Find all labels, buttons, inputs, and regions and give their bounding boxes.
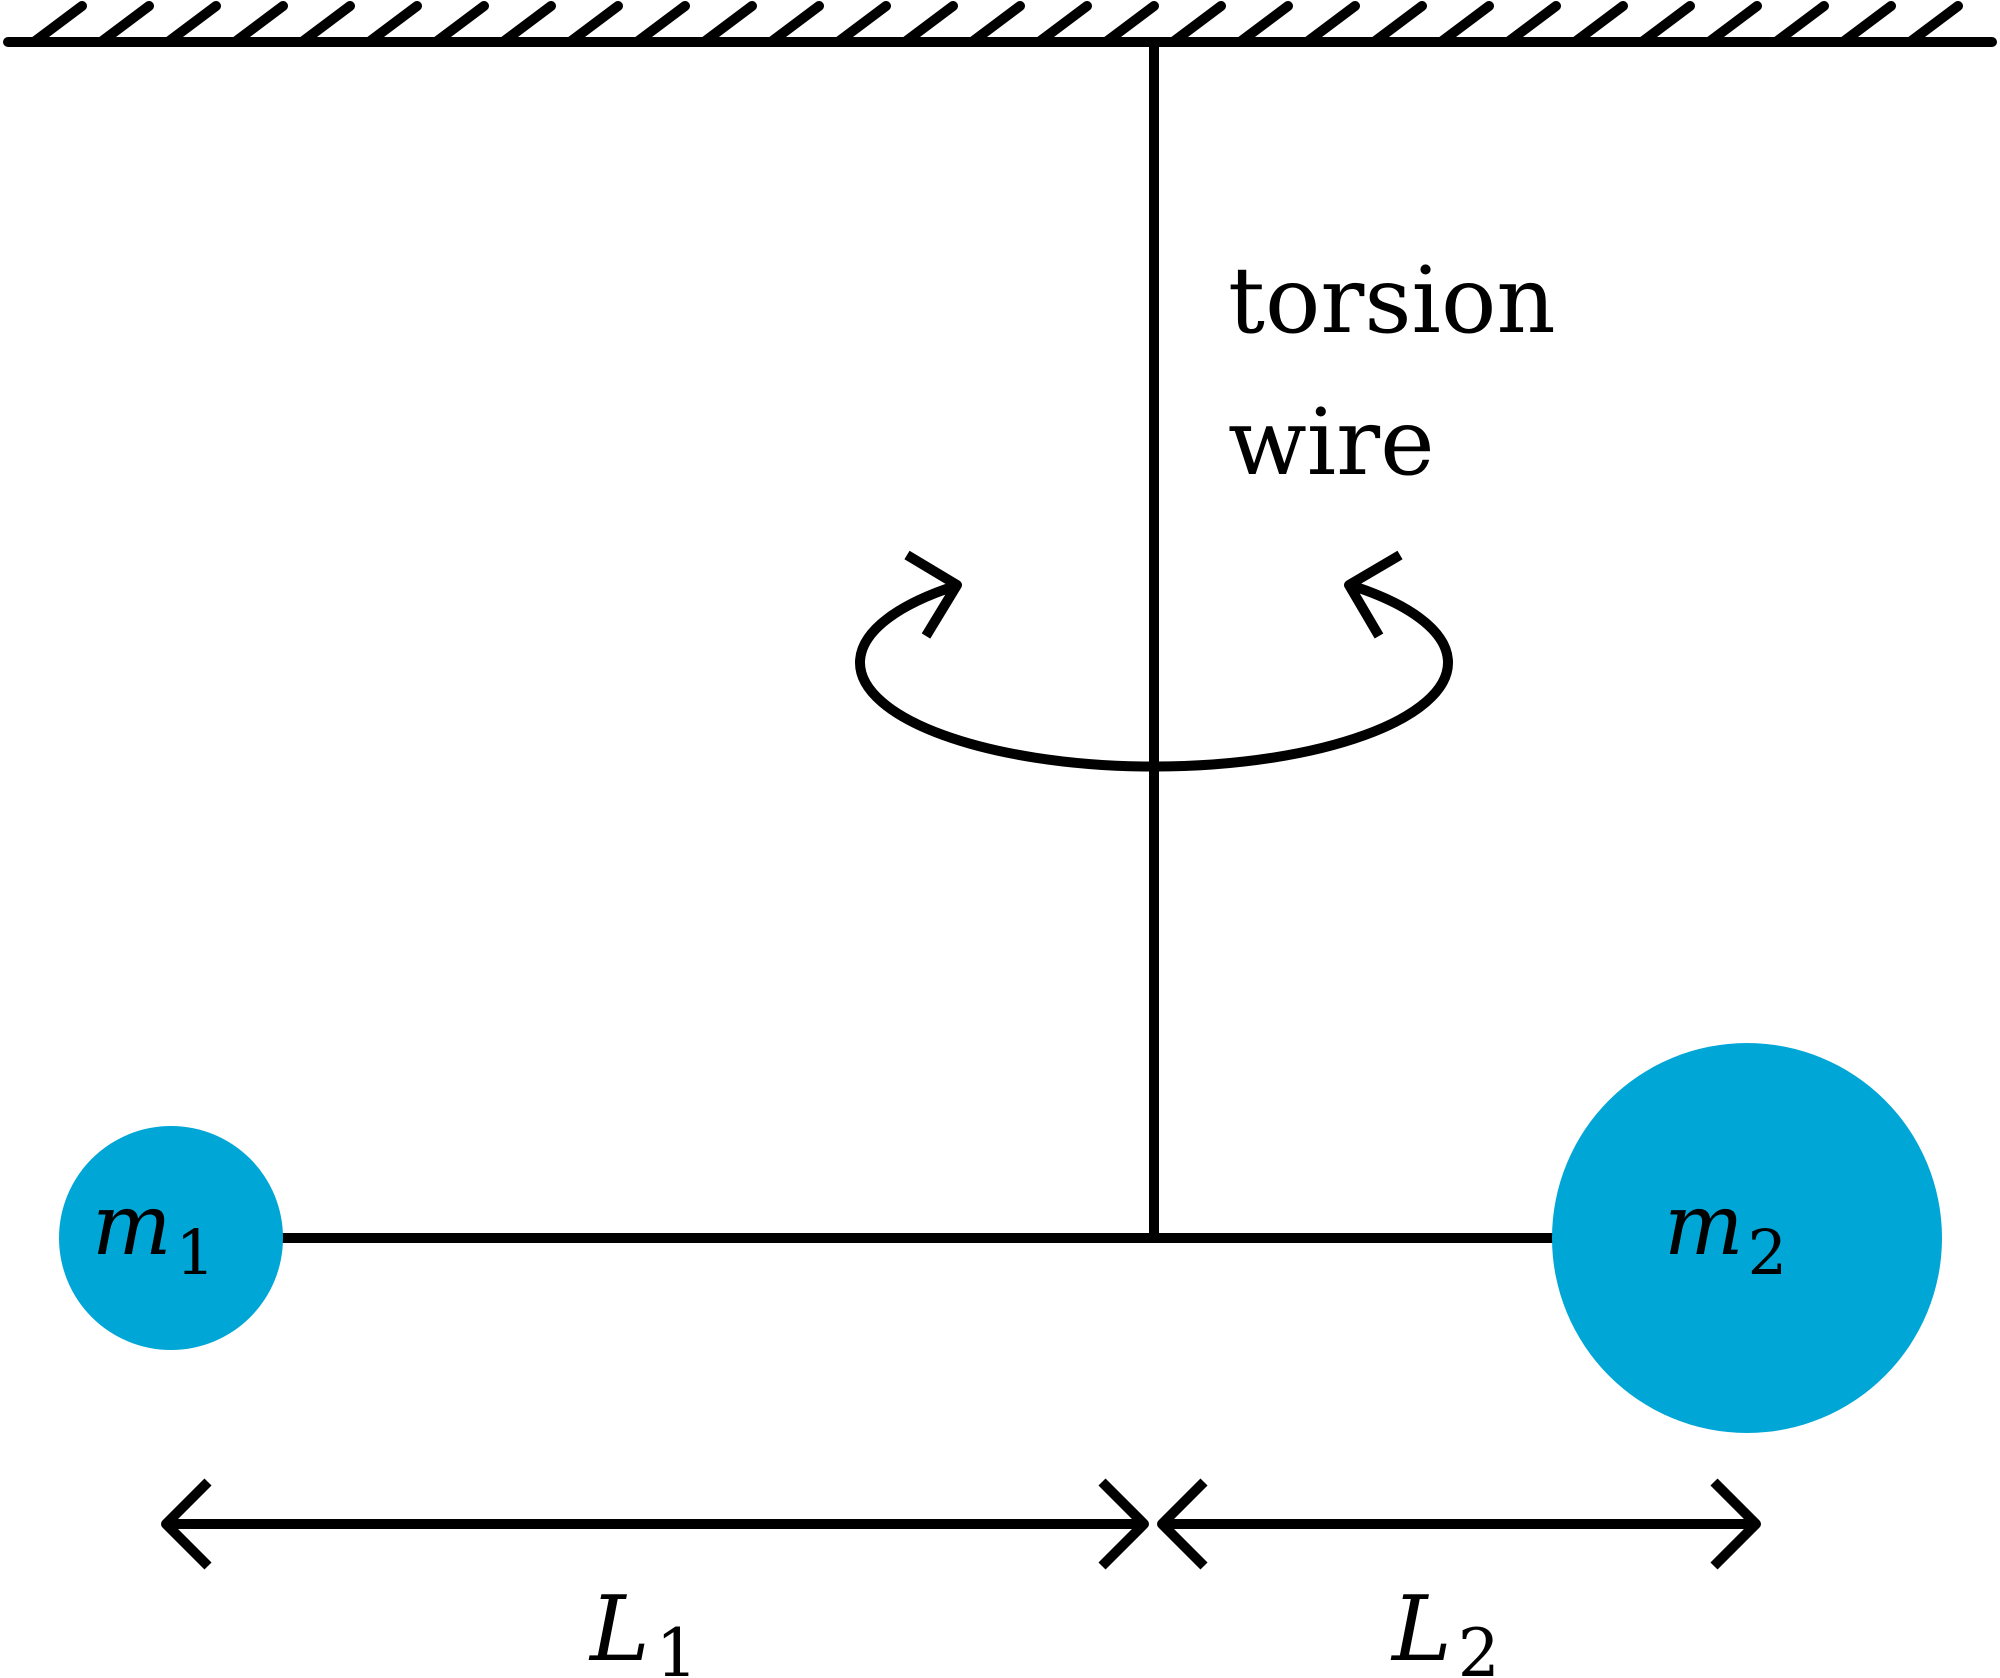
- ceiling-hatch-mark: [967, 1, 1025, 47]
- ceiling-hatch-mark: [1637, 1, 1695, 47]
- ceiling-hatch-mark: [96, 1, 154, 47]
- ceiling-hatch-mark: [29, 1, 87, 47]
- ceiling-hatch-mark: [900, 1, 958, 47]
- mass-m2-symbol: m: [1664, 1176, 1744, 1274]
- ceiling-hatch-mark: [1503, 1, 1561, 47]
- ceiling-hatch-mark: [632, 1, 690, 47]
- ceiling-hatch-mark: [1704, 1, 1762, 47]
- length-L2-subscript: 2: [1458, 1615, 1500, 1678]
- mass-m1-symbol: m: [92, 1176, 172, 1274]
- length-L2-label: L2: [1390, 1577, 1500, 1678]
- ceiling-hatch-mark: [1838, 1, 1896, 47]
- ceiling-hatch-mark: [699, 1, 757, 47]
- ceiling-hatch-mark: [565, 1, 623, 47]
- ceiling-hatch-mark: [1034, 1, 1092, 47]
- length-L1-arrowhead-right: [1098, 1478, 1149, 1570]
- ceiling-hatching: [29, 1, 1963, 47]
- ceiling-hatch-mark: [1369, 1, 1427, 47]
- length-L1-subscript: 1: [656, 1615, 698, 1678]
- ceiling-hatch-mark: [1436, 1, 1494, 47]
- mass-m1-subscript: 1: [176, 1216, 215, 1289]
- ceiling-hatch-mark: [163, 1, 221, 47]
- ceiling-hatch-mark: [297, 1, 355, 47]
- ceiling-hatch-mark: [1771, 1, 1829, 47]
- wire-label-line2: wire: [1228, 389, 1435, 496]
- length-L2-arrowhead-left: [1157, 1478, 1208, 1570]
- ceiling-hatch-mark: [833, 1, 891, 47]
- length-L1-arrowhead-left: [161, 1478, 212, 1570]
- ceiling-hatch-mark: [1235, 1, 1293, 47]
- mass-m2-circle: [1552, 1043, 1942, 1433]
- ceiling-hatch-mark: [1302, 1, 1360, 47]
- mass-m2-label: m2: [1664, 1176, 1787, 1289]
- mass-m2-subscript: 2: [1748, 1216, 1787, 1289]
- ceiling-hatch-mark: [431, 1, 489, 47]
- ceiling-hatch-mark: [1570, 1, 1628, 47]
- ceiling-hatch-mark: [1101, 1, 1159, 47]
- ceiling-hatch-mark: [766, 1, 824, 47]
- length-L2-symbol: L: [1390, 1577, 1452, 1678]
- ceiling-hatch-mark: [498, 1, 556, 47]
- wire-label-line1: torsion: [1228, 247, 1556, 354]
- rotation-arrow-arc: [855, 581, 1453, 772]
- length-L2-arrowhead-right: [1710, 1478, 1761, 1570]
- ceiling-hatch-mark: [1168, 1, 1226, 47]
- mass-m1-circle: [59, 1126, 283, 1350]
- ceiling-hatch-mark: [364, 1, 422, 47]
- length-L1-label: L1: [588, 1577, 698, 1678]
- rotation-arrowhead-right: [1344, 550, 1403, 639]
- mass-m1-label: m1: [92, 1176, 215, 1289]
- ceiling-hatch-mark: [230, 1, 288, 47]
- ceiling-hatch-mark: [1905, 1, 1963, 47]
- length-L1-symbol: L: [588, 1577, 650, 1678]
- rotation-arrowhead-left: [904, 550, 962, 639]
